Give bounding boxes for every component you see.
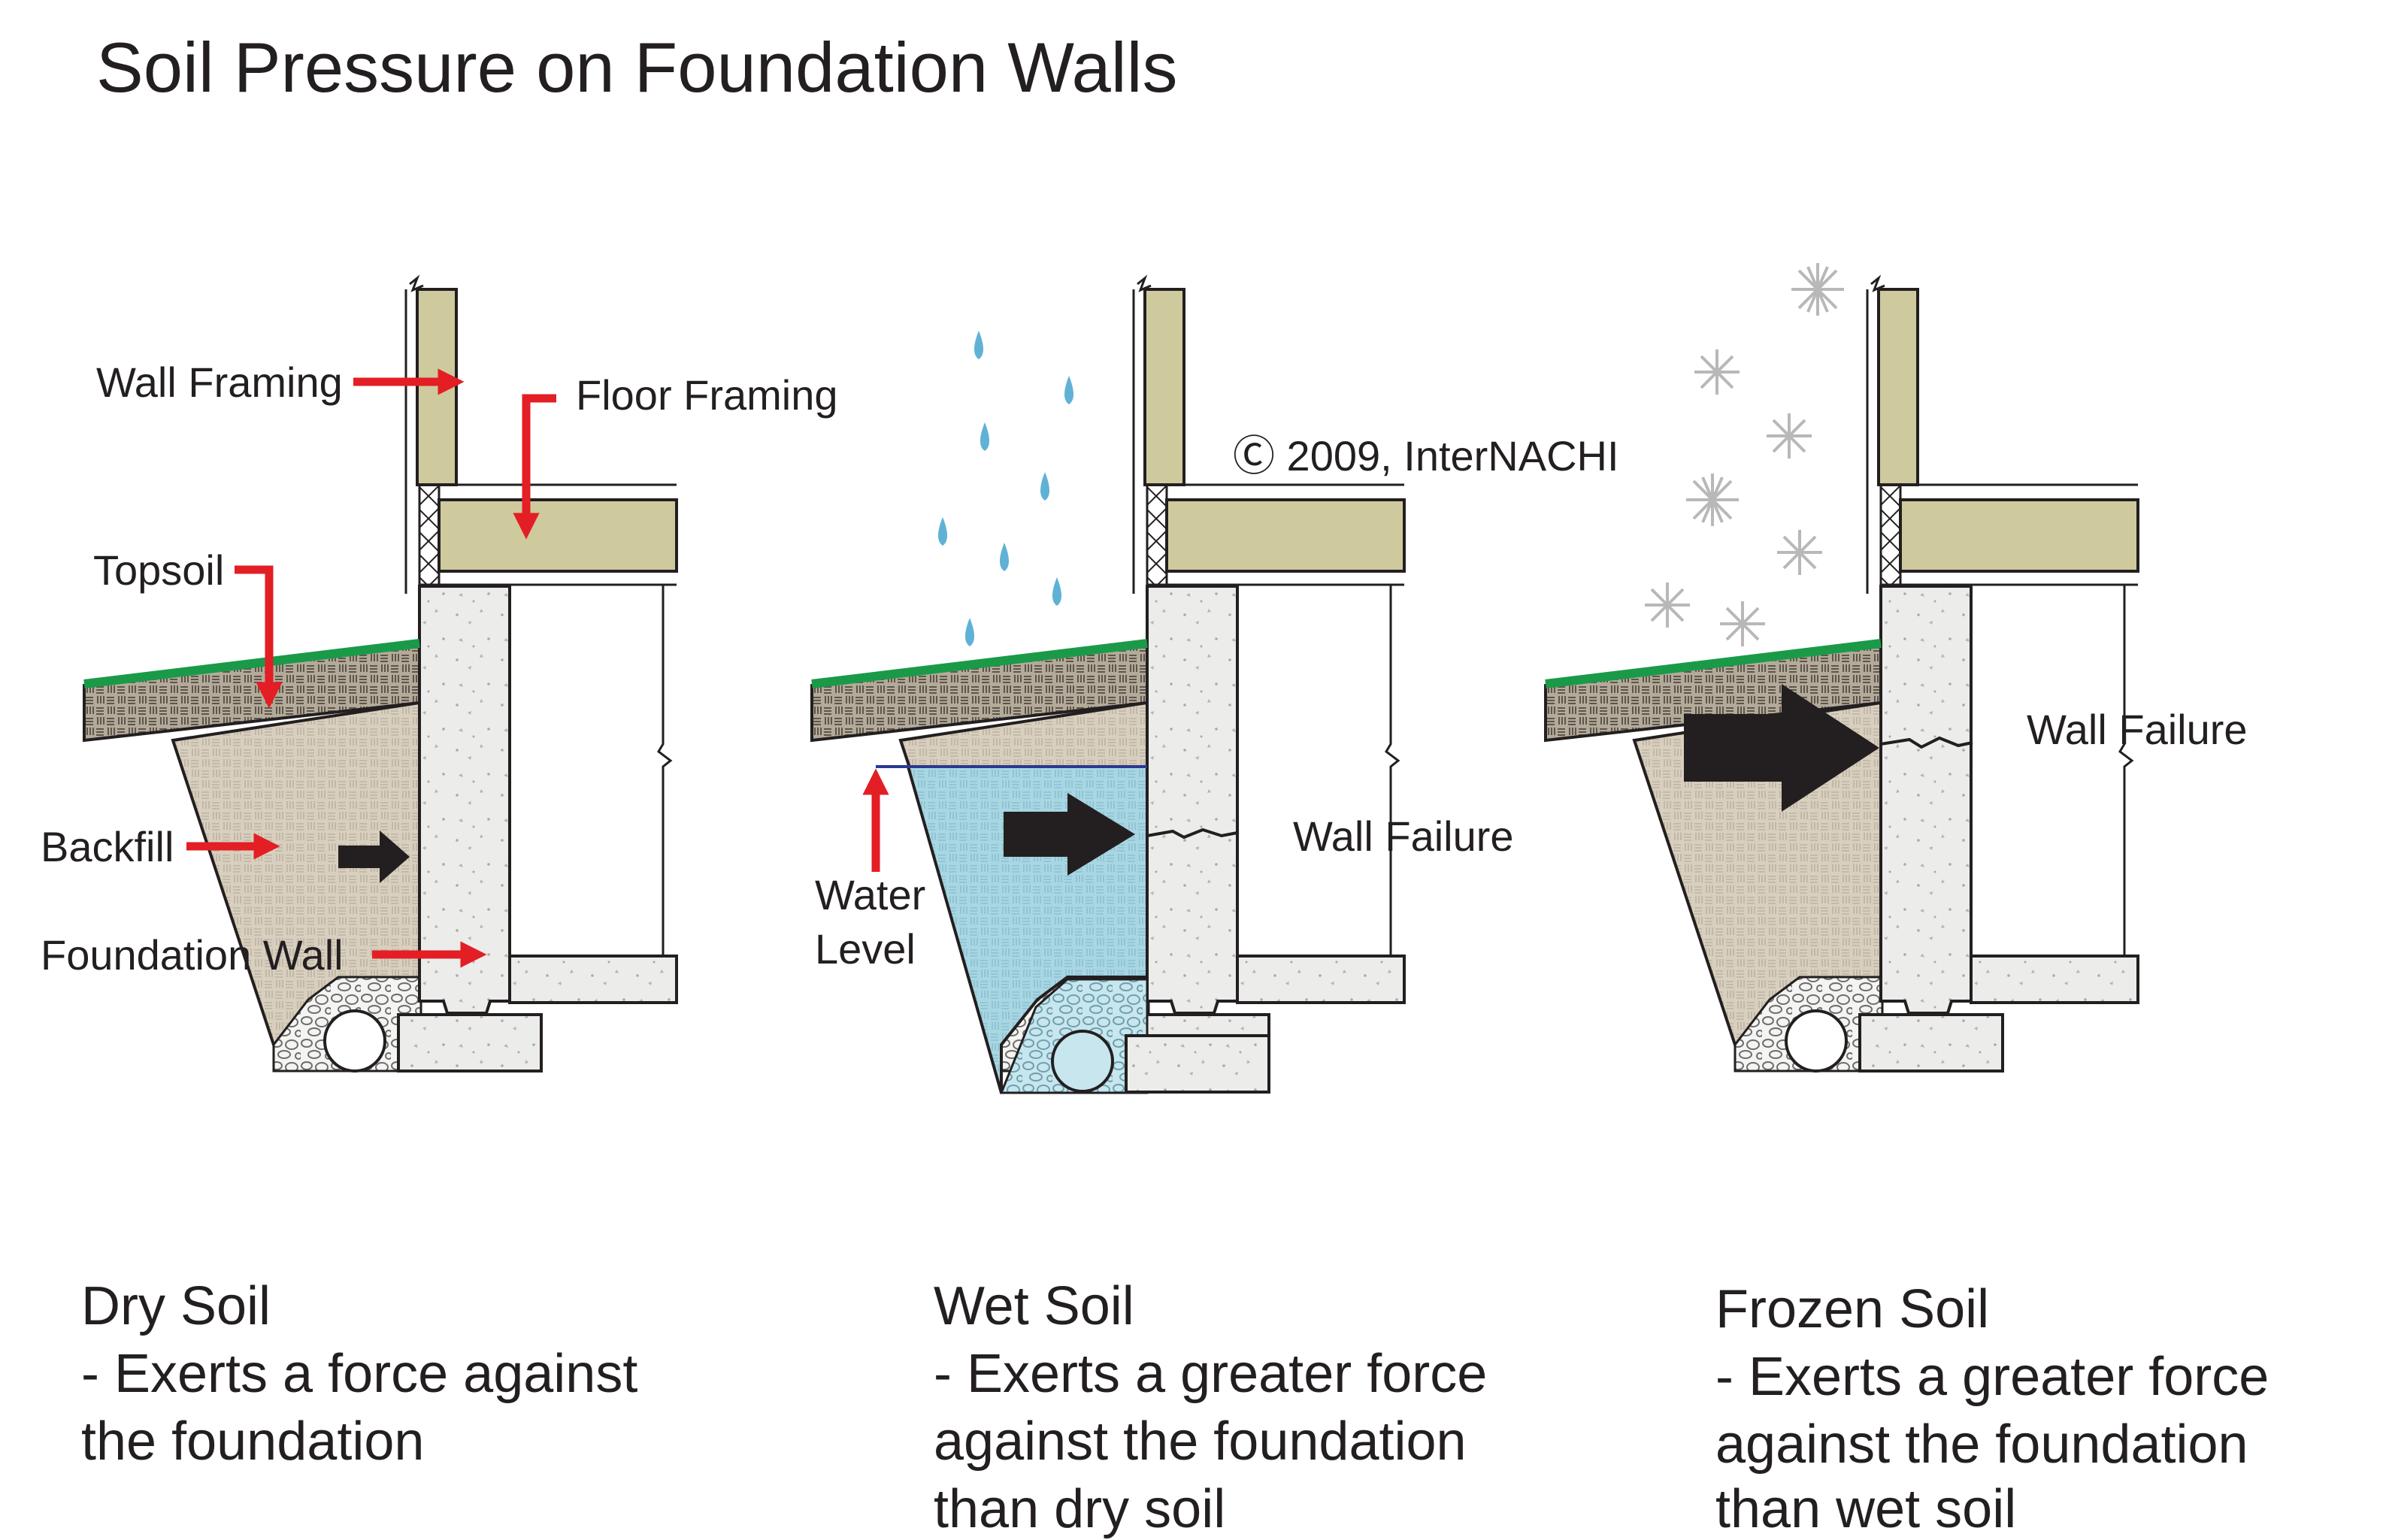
caption-line-dry-1: - Exerts a force against [81, 1344, 637, 1404]
topsoil-arrow [235, 565, 283, 709]
caption-line-frozen-3: than wet soil [1715, 1479, 2016, 1539]
caption-line-wet-2: against the foundation [934, 1411, 1467, 1472]
label-topsoil: Topsoil [93, 546, 224, 594]
soil-force-arrow [1004, 793, 1135, 876]
label-foundation-wall: Foundation Wall [41, 931, 344, 979]
caption-title-frozen: Frozen Soil [1715, 1279, 1989, 1339]
caption-line-wet-1: - Exerts a greater force [934, 1344, 1487, 1404]
label-level: Level [815, 925, 916, 973]
floor-framing-arrow [513, 394, 556, 540]
caption-line-frozen-2: against the foundation [1715, 1414, 2248, 1475]
wall-crack [1146, 827, 1238, 840]
raindrops [938, 331, 1073, 646]
soil-force-arrow [1684, 684, 1879, 812]
panel-dry-soil: Wall Framing Floor Framing Topsoil Backf… [41, 278, 838, 1472]
diagram-title: Soil Pressure on Foundation Walls [96, 28, 1178, 107]
label-backfill: Backfill [41, 823, 174, 870]
label-water: Water [815, 871, 925, 918]
caption-title-wet: Wet Soil [934, 1276, 1134, 1336]
caption-line-wet-3: than dry soil [934, 1479, 1225, 1539]
label-floor-framing: Floor Framing [576, 371, 838, 419]
panel-frozen-soil: Wall Failure Frozen Soil - Exerts a grea… [1546, 263, 2269, 1539]
wall-crack [1880, 736, 1973, 749]
caption-title-dry: Dry Soil [81, 1276, 271, 1336]
snowflakes [1645, 263, 1844, 646]
label-wall-failure-frozen: Wall Failure [2027, 706, 2248, 753]
caption-line-dry-2: the foundation [81, 1411, 424, 1472]
copyright-notice: Ⓒ 2009, InterNACHI [1233, 432, 1619, 480]
label-wall-framing: Wall Framing [96, 359, 343, 406]
panel-wet-soil: Water Level Wall Failure Ⓒ 2009, InterNA… [812, 278, 1619, 1539]
label-wall-failure-wet: Wall Failure [1293, 812, 1514, 860]
soil-force-arrow [338, 831, 410, 883]
caption-line-frozen-1: - Exerts a greater force [1715, 1347, 2269, 1407]
